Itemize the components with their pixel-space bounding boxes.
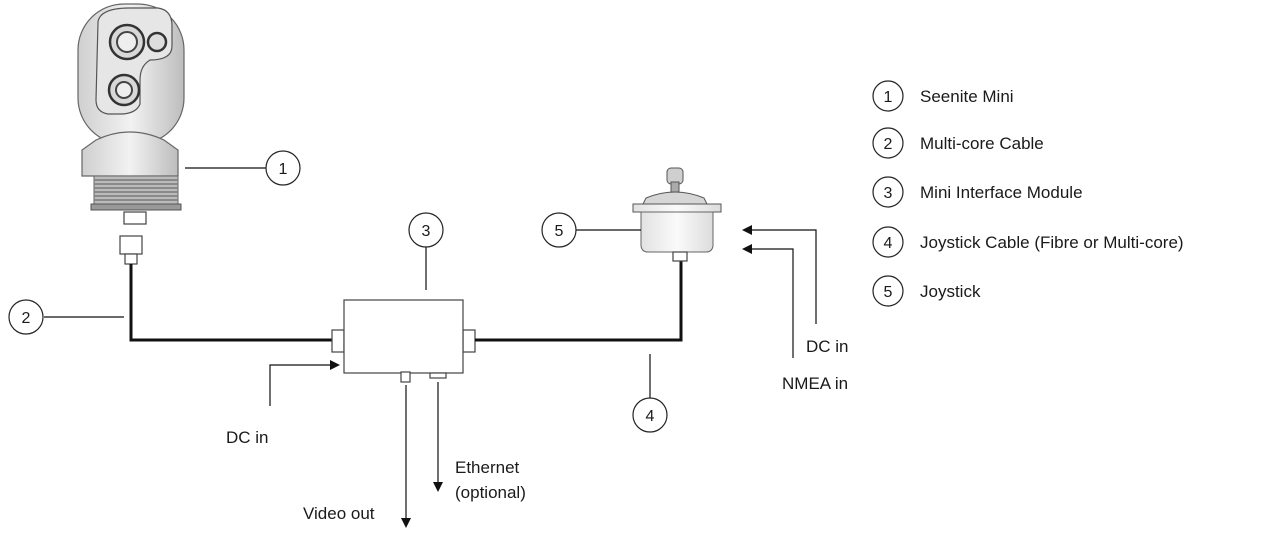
legend-number: 2 [884,136,893,153]
video-out-label: Video out [303,504,375,523]
multi-core-cable [129,264,332,342]
joystick-cable [475,260,683,342]
callout-2: 2 [8,299,44,335]
legend-label: Multi-core Cable [920,134,1044,153]
legend-number: 4 [884,235,893,252]
callout-number: 5 [555,223,564,240]
legend-number: 5 [884,284,893,301]
multi-core-cable-plug [119,235,143,265]
legend-label: Mini Interface Module [920,183,1083,202]
module-dc-in-label: DC in [226,428,269,447]
camera-device-illustration [77,3,185,225]
legend-label: Joystick Cable (Fibre or Multi-core) [920,233,1184,252]
callout-number: 1 [279,161,288,178]
joystick-dc-in-arrow [742,225,817,324]
legend-item-1: 1 Seenite Mini [872,80,1014,112]
callout-1: 1 [265,150,301,186]
legend: 1 Seenite Mini 2 Multi-core Cable 3 Mini… [872,80,1184,307]
legend-label: Joystick [920,282,981,301]
joystick-device-illustration [632,167,722,262]
callout-number: 4 [646,408,655,425]
nmea-in-arrow [742,244,794,358]
callout-number: 3 [422,223,431,240]
callout-5: 5 [541,212,577,248]
joystick-dc-in-label: DC in [806,337,849,356]
legend-item-2: 2 Multi-core Cable [872,127,1044,159]
legend-item-5: 5 Joystick [872,275,981,307]
legend-item-3: 3 Mini Interface Module [872,176,1083,208]
callout-number: 2 [22,310,31,327]
legend-label: Seenite Mini [920,87,1014,106]
module-dc-in-arrow [269,360,340,406]
legend-number: 3 [884,185,893,202]
nmea-in-label: NMEA in [782,374,848,393]
legend-item-4: 4 Joystick Cable (Fibre or Multi-core) [872,226,1184,258]
legend-number: 1 [884,89,893,106]
ethernet-optional-label: (optional) [455,483,526,502]
ethernet-label: Ethernet [455,458,520,477]
callout-4: 4 [632,397,668,433]
callout-3: 3 [408,212,444,248]
mini-interface-module-box [331,299,476,383]
